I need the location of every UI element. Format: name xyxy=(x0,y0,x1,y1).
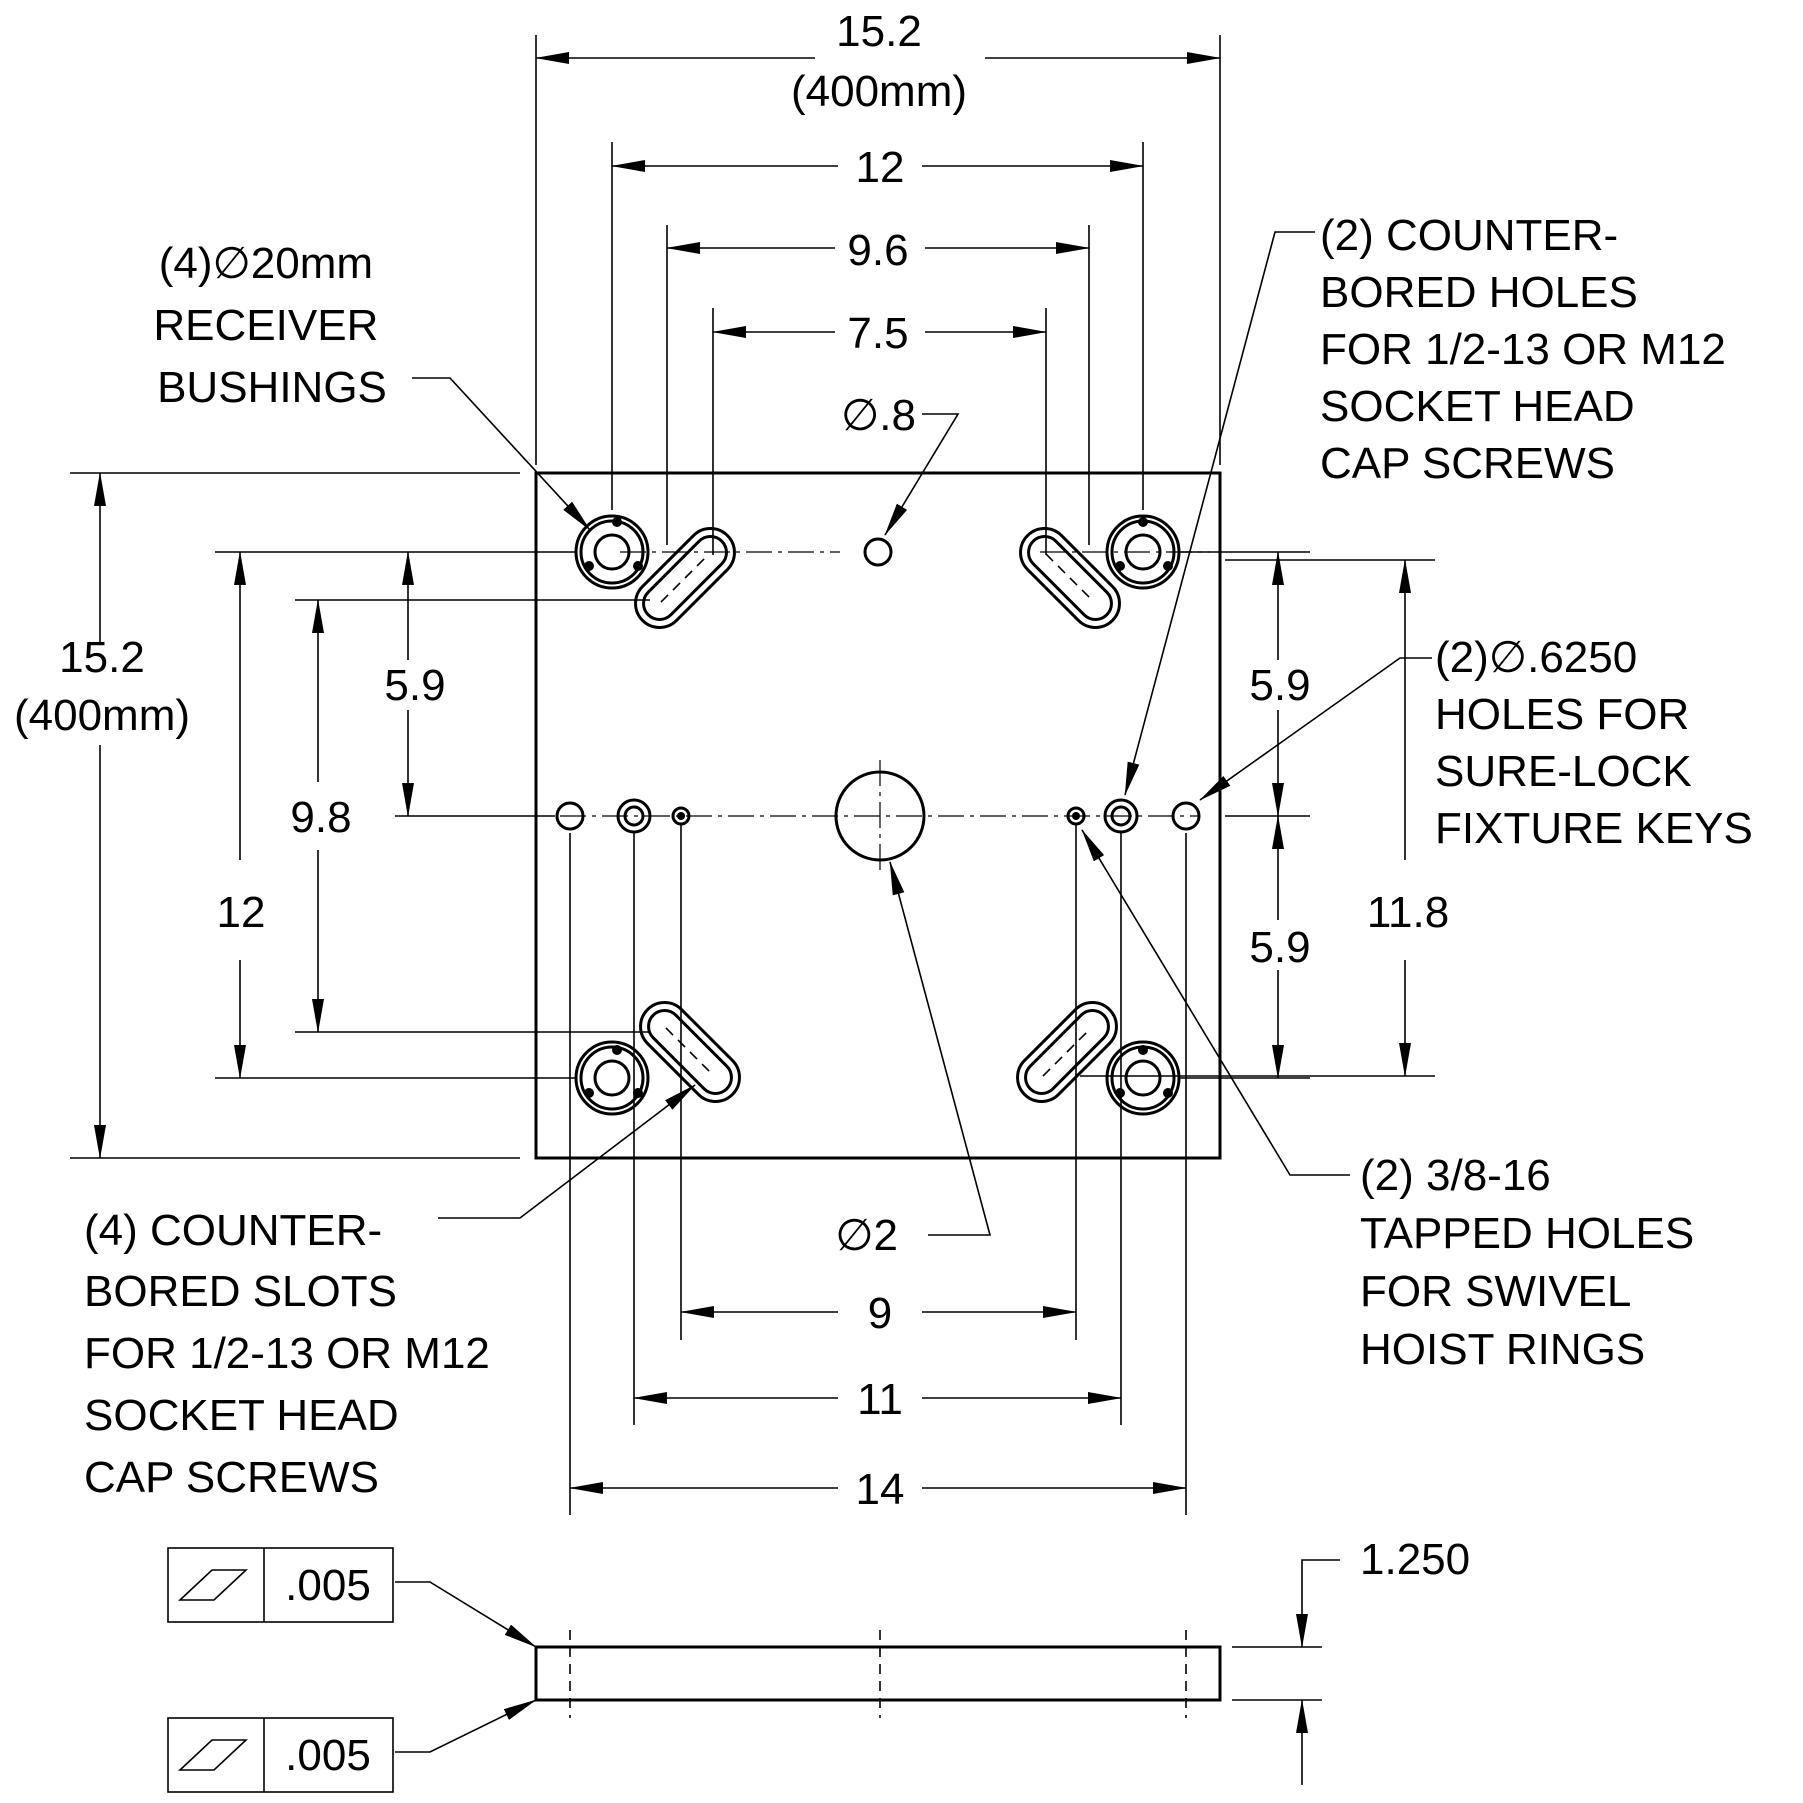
dim-bottom-11: 11 xyxy=(857,1375,903,1424)
dim-right-5-9-lower: 5.9 xyxy=(1249,923,1310,972)
tapped-hole xyxy=(671,806,691,826)
flatness-icon xyxy=(177,1569,249,1601)
dim-thickness: 1.250 xyxy=(1360,1535,1470,1584)
dim-top-overall-mm: (400mm) xyxy=(791,67,967,116)
dim-right-11-8: 11.8 xyxy=(1367,888,1449,937)
receiver-bushing xyxy=(574,514,650,590)
flatness-tolerance-top: .005 xyxy=(285,1561,371,1610)
dim-top-overall: 15.2 xyxy=(836,7,922,56)
dim-left-9-8: 9.8 xyxy=(290,793,351,842)
sure-lock-hole xyxy=(555,801,585,831)
counterbored-hole xyxy=(616,798,652,834)
dim-bottom-9: 9 xyxy=(868,1289,892,1338)
dim-left-overall: 15.2 xyxy=(59,633,145,682)
receiver-bushing xyxy=(1105,514,1181,590)
counterbored-slot xyxy=(1016,1001,1118,1103)
dim-left-12: 12 xyxy=(217,888,266,937)
note-receiver-bushings: (4)∅20mm RECEIVER BUSHINGS xyxy=(153,239,390,412)
dim-dia-2: ∅2 xyxy=(835,1211,898,1260)
dim-bottom-14: 14 xyxy=(856,1465,905,1514)
note-counterbored-slots: (4) COUNTER- BORED SLOTS FOR 1/2-13 OR M… xyxy=(84,1206,502,1502)
dia-0.8-hole xyxy=(863,537,893,567)
tapped-hole xyxy=(1066,806,1086,826)
dim-dia-0-8: ∅.8 xyxy=(841,391,916,440)
flatness-frame-bottom xyxy=(167,1717,394,1793)
dim-top-7-5: 7.5 xyxy=(847,309,908,358)
dim-top-9-6: 9.6 xyxy=(847,226,908,275)
counterbored-hole xyxy=(1103,798,1139,834)
dim-left-overall-mm: (400mm) xyxy=(14,691,190,740)
note-tapped-holes: (2) 3/8-16 TAPPED HOLES FOR SWIVEL HOIST… xyxy=(1360,1151,1706,1374)
receiver-bushing xyxy=(1105,1040,1181,1116)
dim-top-12: 12 xyxy=(856,143,905,192)
flatness-icon xyxy=(177,1739,249,1771)
note-counterbored-holes: (2) COUNTER- BORED HOLES FOR 1/2-13 OR M… xyxy=(1320,211,1738,488)
dim-left-5-9: 5.9 xyxy=(384,661,445,710)
receiver-bushing xyxy=(574,1040,650,1116)
note-sure-lock-holes: (2)∅.6250 HOLES FOR SURE-LOCK FIXTURE KE… xyxy=(1435,633,1753,853)
sure-lock-hole xyxy=(1171,801,1201,831)
dim-right-5-9-upper: 5.9 xyxy=(1249,661,1310,710)
plate-side-view xyxy=(534,1645,1222,1702)
counterbored-slot xyxy=(639,1001,741,1103)
flatness-tolerance-bottom: .005 xyxy=(285,1731,371,1780)
counterbored-slot xyxy=(1019,527,1121,629)
flatness-frame-top xyxy=(167,1547,394,1623)
